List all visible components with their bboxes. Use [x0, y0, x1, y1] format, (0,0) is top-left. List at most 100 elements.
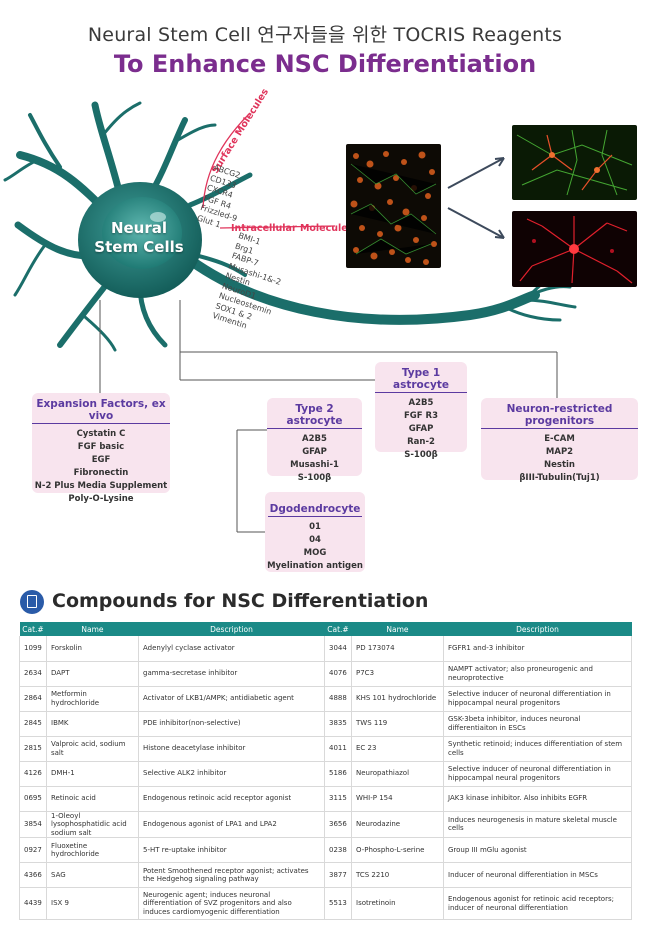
- box-title: Type 1 astrocyte: [375, 367, 467, 393]
- cell-desc: gamma-secretase inhibitor: [138, 661, 325, 687]
- cell-cat: 3854: [19, 811, 47, 838]
- cell-cat: 0695: [19, 786, 47, 812]
- cell-name: PD 173074: [351, 636, 444, 662]
- box-item: A2B5: [302, 434, 327, 444]
- box-item: Poly-O-Lysine: [68, 494, 134, 504]
- microscopy-image-neurons-red: [512, 211, 637, 287]
- cell-desc: Inducer of neuronal differentiation in M…: [443, 862, 632, 888]
- box-title: Type 2 astrocyte: [267, 403, 362, 429]
- cell-desc: Histone deacetylase inhibitor: [138, 736, 325, 762]
- neuron-illustration: [3, 101, 577, 352]
- cell-cat: 4011: [324, 736, 352, 762]
- cell-desc: PDE inhibitor(non-selective): [138, 711, 325, 737]
- box-title: Dgodendrocyte: [267, 503, 363, 517]
- header-title-main: To Enhance NSC Differentiation: [113, 50, 537, 78]
- cell-desc: Neurogenic agent; induces neuronal diffe…: [138, 887, 325, 920]
- type2-astrocyte-box: Type 2 astrocyte A2B5 GFAP Musashi-1 S-1…: [267, 398, 362, 483]
- cell-label-line1: Neural: [110, 219, 168, 237]
- cell-cat: 2845: [19, 711, 47, 737]
- cell-name: P7C3: [351, 661, 444, 687]
- box-item: FGF basic: [77, 442, 125, 452]
- cell-desc: JAK3 kinase inhibitor. Also inhibits EGF…: [443, 786, 632, 812]
- box-item: S-100β: [404, 450, 438, 460]
- cell-cat: 4888: [324, 686, 352, 712]
- cell-cat: 2634: [19, 661, 47, 687]
- column-header: Name: [46, 622, 139, 636]
- cell-desc: Synthetic retinoid; induces differentiat…: [443, 736, 632, 762]
- cell-name: Valproic acid, sodium salt: [46, 736, 139, 762]
- cell-name: DAPT: [46, 661, 139, 687]
- box-item: A2B5: [408, 398, 434, 408]
- column-header: Cat.#: [324, 622, 352, 636]
- column-header: Cat.#: [19, 622, 47, 636]
- microscopy-image-neurons-green: [512, 125, 637, 200]
- cell-name: KHS 101 hydrochloride: [351, 686, 444, 712]
- box-item: GFAP: [302, 447, 327, 457]
- box-item: N-2 Plus Media Supplement: [34, 481, 168, 491]
- box-item: MAP2: [545, 447, 574, 457]
- cell-name: ISX 9: [46, 887, 139, 920]
- column-header: Description: [138, 622, 325, 636]
- cell-cat: 4076: [324, 661, 352, 687]
- box-title: Expansion Factors, ex vivo: [32, 398, 170, 424]
- intracellular-molecules-title: Intracellular Molecules: [231, 223, 354, 234]
- compounds-table: Cat.# Name Description Cat.# Name Descri…: [19, 622, 632, 920]
- box-item: EGF: [91, 455, 111, 465]
- cell-name: 1-Oleoyl lysophosphatidic acid sodium sa…: [46, 811, 139, 838]
- box-item: Nestin: [544, 460, 575, 470]
- cell-cat: 0927: [19, 837, 47, 863]
- cell-desc: Group III mGlu agonist: [443, 837, 632, 863]
- cell-name: SAG: [46, 862, 139, 888]
- cell-cat: 4366: [19, 862, 47, 888]
- cell-name: Neurodazine: [351, 811, 444, 838]
- cell-name: O-Phospho-L-serine: [351, 837, 444, 863]
- box-item: GFAP: [408, 424, 434, 434]
- cell-name: Neuropathiazol: [351, 761, 444, 787]
- cell-desc: Selective inducer of neuronal differenti…: [443, 761, 632, 787]
- cell-name: Forskolin: [46, 636, 139, 662]
- neuron-progenitors-box: Neuron-restricted progenitors E-CAM MAP2…: [481, 398, 638, 483]
- cell-name: Metformin hydrochloride: [46, 686, 139, 712]
- cell-desc: Activator of LKB1/AMPK; antidiabetic age…: [138, 686, 325, 712]
- cell-desc: GSK-3beta inhibitor, induces neuronal di…: [443, 711, 632, 737]
- neural-stem-cells-label: Neural Stem Cells: [79, 219, 199, 257]
- cell-cat: 0238: [324, 837, 352, 863]
- arrow-icon: [447, 157, 505, 239]
- cell-cat: 3044: [324, 636, 352, 662]
- column-header: Name: [351, 622, 444, 636]
- cell-name: DMH-1: [46, 761, 139, 787]
- box-item: 01: [309, 522, 321, 532]
- cell-desc: NAMPT activator; also proneurogenic and …: [443, 661, 632, 687]
- box-item: Cystatin C: [76, 429, 126, 439]
- box-item: Musashi-1: [290, 460, 339, 470]
- cell-desc: 5-HT re-uptake inhibitor: [138, 837, 325, 863]
- cell-cat: 5513: [324, 887, 352, 920]
- cell-name: Fluoxetine hydrochloride: [46, 837, 139, 863]
- cell-cat: 1099: [19, 636, 47, 662]
- box-item: E-CAM: [544, 434, 575, 444]
- cell-name: EC 23: [351, 736, 444, 762]
- document-icon: [20, 590, 44, 614]
- expansion-factors-box: Expansion Factors, ex vivo Cystatin C FG…: [32, 393, 170, 504]
- box-item: Fibronectin: [73, 468, 129, 478]
- cell-cat: 3656: [324, 811, 352, 838]
- box-item: MOG: [303, 548, 327, 558]
- cell-desc: Endogenous retinoic acid receptor agonis…: [138, 786, 325, 812]
- oligodendrocyte-box: Dgodendrocyte 01 04 MOG Myelination anti…: [265, 492, 365, 572]
- header-title-korean: Neural Stem Cell 연구자들을 위한 TOCRIS Reagent…: [87, 24, 563, 46]
- box-item: Ran-2: [407, 437, 435, 447]
- cell-label-line2: Stem Cells: [94, 238, 184, 256]
- cell-name: Retinoic acid: [46, 786, 139, 812]
- microscopy-image-neurospheres: [346, 144, 441, 268]
- cell-desc: Induces neurogenesis in mature skeletal …: [443, 811, 632, 838]
- cell-name: Isotretinoin: [351, 887, 444, 920]
- column-header: Description: [443, 622, 632, 636]
- cell-cat: 3877: [324, 862, 352, 888]
